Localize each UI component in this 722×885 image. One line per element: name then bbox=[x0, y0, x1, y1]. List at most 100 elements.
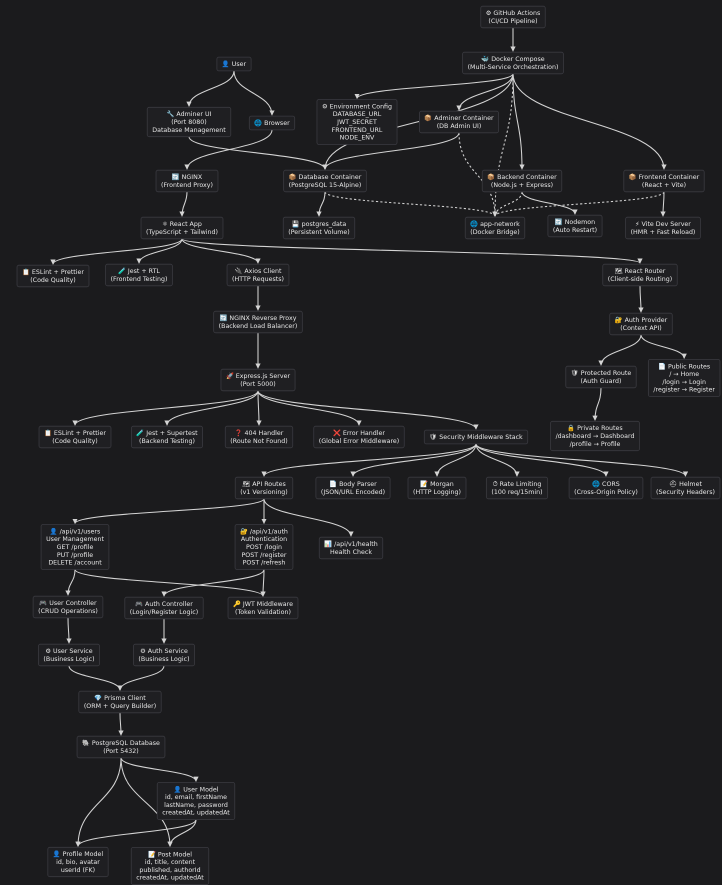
node-box bbox=[565, 365, 637, 389]
node-icon: 📋 bbox=[22, 268, 32, 276]
node-title: 🧪 Jest + Supertest bbox=[136, 429, 198, 437]
node-protected: 🛡 Protected Route(Auth Guard) bbox=[565, 365, 637, 389]
node-detail-line: (CI/CD Pipeline) bbox=[488, 18, 537, 25]
node-box bbox=[568, 476, 644, 500]
node-detail-line: POST /refresh bbox=[243, 560, 286, 567]
node-router: 🗺 React Router(Client-side Routing) bbox=[602, 263, 678, 287]
node-title: 🐘 PostgreSQL Database bbox=[82, 739, 160, 747]
edge-user-to-adminerui bbox=[186, 70, 235, 107]
node-box bbox=[234, 476, 294, 500]
node-box bbox=[140, 216, 224, 240]
node-nodemon: 🔄 Nodemon(Auto Restart) bbox=[547, 214, 603, 238]
node-label: Error Handler bbox=[343, 430, 386, 437]
node-label: Morgan bbox=[430, 481, 454, 488]
node-icon: ⚙ bbox=[45, 648, 53, 655]
node-label: Browser bbox=[264, 120, 290, 127]
node-detail-line: /profile → Profile bbox=[570, 441, 621, 448]
node-cors: 🌐 CORS(Cross-Origin Policy) bbox=[568, 476, 644, 500]
edge-user-to-browser bbox=[233, 70, 275, 116]
node-detail-line: (Login/Register Logic) bbox=[130, 609, 198, 616]
edge-sec-to-rate bbox=[475, 443, 520, 477]
node-label: Nodemon bbox=[565, 219, 595, 226]
node-detail-line: (v1 Versioning) bbox=[240, 489, 288, 496]
node-label: Body Parser bbox=[339, 481, 377, 488]
node-detail-line: (HMR + Fast Reload) bbox=[631, 229, 696, 236]
node-label: User Model bbox=[183, 786, 219, 793]
node-label: Public Routes bbox=[668, 363, 710, 370]
node-icon: 📦 bbox=[424, 114, 434, 122]
node-title: 🎮 User Controller bbox=[39, 600, 97, 607]
node-title: 🌐 CORS bbox=[592, 480, 620, 488]
node-box bbox=[105, 263, 173, 287]
node-icon: 📦 bbox=[629, 173, 639, 181]
node-icon: 🗺 bbox=[242, 480, 252, 488]
edge-express-to-jestb bbox=[164, 390, 259, 426]
edge-uctl-to-usvc bbox=[66, 617, 72, 644]
node-icon: 📝 bbox=[148, 850, 158, 858]
node-box bbox=[625, 216, 701, 240]
node-title: 🔄 Nodemon bbox=[555, 218, 595, 226]
nodes-layer: ⚙ GitHub Actions(CI/CD Pipeline)🐳 Docker… bbox=[16, 5, 721, 885]
node-icon: ⚙ bbox=[486, 10, 494, 17]
node-icon: 👤 bbox=[50, 527, 60, 535]
node-icon: 💾 bbox=[292, 220, 302, 228]
edge-auth-to-actl bbox=[161, 569, 265, 597]
node-box bbox=[38, 643, 100, 667]
edge-fc-to-vite bbox=[660, 191, 666, 217]
node-box bbox=[423, 429, 529, 445]
node-title: ⚙ Auth Service bbox=[140, 648, 188, 655]
node-sec: 🛡 Security Middleware Stack bbox=[423, 429, 529, 445]
node-user: 👤 User bbox=[216, 56, 252, 72]
node-detail-line: id, email, firstName bbox=[165, 794, 227, 801]
edge-express-to-sec bbox=[257, 390, 479, 430]
edge-sec-to-morgan bbox=[434, 443, 477, 477]
node-detail-line: id, title, content bbox=[145, 859, 196, 866]
node-detail-line: /register → Register bbox=[653, 387, 715, 394]
node-detail-line: (Code Quality) bbox=[52, 438, 98, 445]
node-title: 📋 ESLint + Prettier bbox=[44, 429, 106, 437]
node-detail-line: /login → Login bbox=[662, 379, 706, 386]
node-net: 🌐 app-network(Docker Bridge) bbox=[464, 216, 526, 240]
node-title: 🌐 Browser bbox=[254, 119, 290, 127]
node-box bbox=[283, 169, 367, 193]
node-title: ⚡ Vite Dev Server bbox=[635, 221, 691, 228]
node-icon: 🔒 bbox=[567, 424, 577, 432]
edge-sec-to-body bbox=[350, 443, 477, 477]
node-detail-line: User Management bbox=[46, 536, 104, 543]
edge-express-to-err bbox=[257, 390, 362, 426]
node-label: Express.js Server bbox=[236, 373, 291, 380]
node-usvc: ⚙ User Service(Business Logic) bbox=[38, 643, 100, 667]
node-icon: 🚀 bbox=[226, 372, 236, 380]
node-detail-line: (HTTP Requests) bbox=[232, 276, 284, 283]
node-detail-line: userId (FK) bbox=[61, 867, 95, 874]
node-detail-line: (PostgreSQL 15-Alpine) bbox=[289, 182, 362, 189]
node-icon: 📦 bbox=[289, 173, 299, 181]
node-label: Auth Provider bbox=[625, 317, 668, 324]
edge-authp-to-protected bbox=[598, 334, 642, 366]
node-icon: 📊 bbox=[324, 540, 334, 548]
node-title: 📦 Frontend Container bbox=[629, 173, 700, 181]
node-detail-line: / → Home bbox=[669, 371, 699, 378]
edge-usvc-to-prisma bbox=[68, 665, 123, 691]
node-icon: 🔑 bbox=[233, 600, 243, 608]
node-box bbox=[282, 216, 356, 240]
node-title: 🧪 Jest + RTL bbox=[118, 267, 160, 275]
node-detail-line: (JSON/URL Encoded) bbox=[321, 489, 385, 496]
node-label: ESLint + Prettier bbox=[32, 269, 85, 276]
node-detail-line: (Port 8080) bbox=[171, 119, 206, 126]
node-detail-line: Authentication bbox=[241, 536, 287, 543]
node-react: ⚛ React App(TypeScript + Tailwind) bbox=[140, 216, 224, 240]
node-box bbox=[234, 524, 294, 570]
node-label: Axios Client bbox=[244, 268, 282, 275]
edge-adminerc-to-dbc bbox=[322, 132, 460, 170]
node-label: Private Routes bbox=[577, 425, 623, 432]
node-icon: ❌ bbox=[333, 429, 343, 437]
edge-express-to-nf bbox=[256, 390, 262, 426]
node-detail-line: (Security Headers) bbox=[656, 489, 715, 496]
node-detail-line: (Token Validation) bbox=[235, 609, 291, 616]
node-label: CORS bbox=[602, 481, 620, 488]
